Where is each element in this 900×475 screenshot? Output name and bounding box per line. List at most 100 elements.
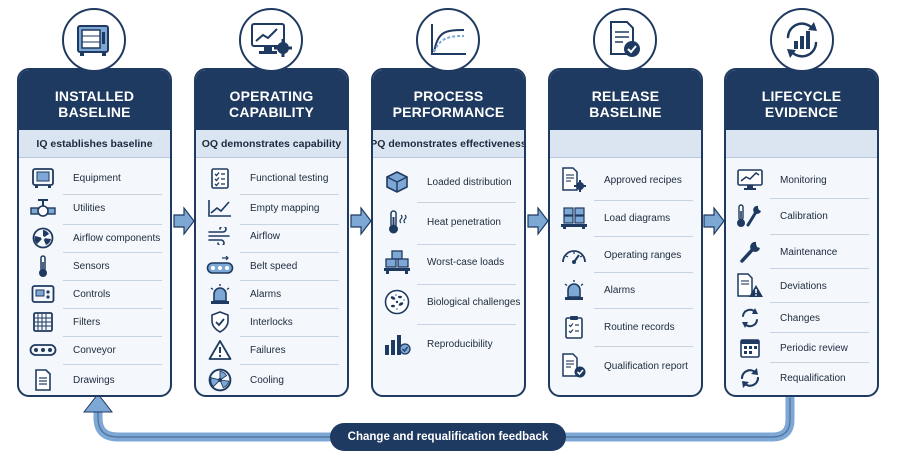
item-label: Periodic review [780,342,848,354]
item-label: Drawings [73,374,115,386]
column-subtitle [726,130,877,158]
alarm-icon [558,278,590,302]
thermometer-heat-icon [381,210,413,234]
list-item: Drawings [27,368,162,392]
box-icon [381,170,413,194]
column-header: RELEASE BASELINE [550,70,701,130]
list-item: Maintenance [734,240,869,264]
list-item: Reproducibility [381,332,516,356]
item-label: Belt speed [250,260,298,272]
column-subtitle: OQ demonstrates capability [196,130,347,158]
list-item: Airflow [204,224,339,248]
item-label: Alarms [604,284,636,296]
fan-icon [27,226,59,250]
column-title-line2: CAPABILITY [229,104,314,120]
list-item: Deviations [734,273,869,298]
document-warning-icon [734,273,766,298]
list-item: Loaded distribution [381,170,516,194]
column-title-line2: BASELINE [589,104,662,120]
item-label: Deviations [780,280,827,292]
column-header: PROCESS PERFORMANCE [373,70,524,130]
column-operating-capability: OPERATING CAPABILITY OQ demonstrates cap… [194,68,349,397]
column-subtitle: PQ demonstrates effectiveness [373,130,524,158]
column-release-baseline: RELEASE BASELINE Approved recipes Load d… [548,68,703,397]
item-label: Changes [780,312,821,324]
curves-chart-icon [416,8,480,72]
column-title-line1: INSTALLED [54,88,135,104]
item-label: Cooling [250,374,284,386]
column-title-line1: PROCESS [413,88,484,104]
list-item: Routine records [558,315,693,339]
gauge-icon [558,243,590,267]
document-icon [27,368,59,392]
item-label: Controls [73,288,111,300]
column-lifecycle-evidence: LIFECYCLE EVIDENCE Monitoring Calibratio… [724,68,879,397]
list-item: Worst-case loads [381,250,516,274]
item-label: Requalification [780,372,846,384]
feedback-arrowhead [82,393,114,413]
list-item: Monitoring [734,168,869,192]
column-subtitle: IQ establishes baseline [19,130,170,158]
column-title-line2: EVIDENCE [764,104,839,120]
warning-icon [204,338,236,362]
list-item: Calibration [734,204,869,228]
filter-icon [27,310,59,334]
column-title-line1: LIFECYCLE [761,88,842,104]
valve-icon [27,196,59,220]
line-chart-icon [204,196,236,220]
pallet-icon [558,206,590,230]
item-label: Empty mapping [250,202,320,214]
list-item: Alarms [204,282,339,306]
item-label: Loaded distribution [427,176,512,188]
flow-arrow-4 [703,206,725,236]
item-label: Utilities [73,202,106,214]
list-item: Functional testing [204,166,339,190]
item-label: Filters [73,316,101,328]
list-item: Filters [27,310,162,334]
alarm-icon [204,282,236,306]
list-item: Sensors [27,254,162,278]
item-label: Approved recipes [604,174,682,186]
item-label: Maintenance [780,246,838,258]
belt-icon [204,254,236,278]
column-header: LIFECYCLE EVIDENCE [726,70,877,130]
list-item: Alarms [558,278,693,302]
item-label: Load diagrams [604,212,671,224]
thermo-wrench-icon [734,204,766,228]
report-check-icon [558,353,590,378]
list-item: Periodic review [734,336,869,360]
list-item: Changes [734,306,869,330]
item-label: Airflow components [73,232,161,244]
list-item: Interlocks [204,310,339,334]
list-item: Conveyor [27,338,162,362]
list-item: Approved recipes [558,167,693,192]
list-item: Requalification [734,366,869,390]
list-item: Biological challenges [381,289,520,315]
item-label: Failures [250,344,286,356]
fan-icon [204,368,236,392]
item-label: Operating ranges [604,249,682,261]
cycle-chart-icon [770,8,834,72]
column-title-line2: PERFORMANCE [392,104,505,120]
list-item: Operating ranges [558,243,693,267]
list-item: Failures [204,338,339,362]
list-item: Cooling [204,368,339,392]
list-item: Heat penetration [381,210,516,234]
flow-arrow-3 [527,206,549,236]
item-label: Monitoring [780,174,827,186]
item-label: Heat penetration [427,216,501,228]
wrench-icon [734,240,766,264]
item-label: Airflow [250,230,281,242]
list-item: Controls [27,282,162,306]
list-item: Airflow components [27,226,162,250]
item-label: Alarms [250,288,282,300]
item-label: Biological challenges [427,296,521,308]
recipe-gear-icon [558,167,590,192]
monitor-gear-icon [239,8,303,72]
bar-check-icon [381,332,413,356]
shield-check-icon [204,310,236,334]
item-label: Functional testing [250,172,329,184]
list-item: Qualification report [558,353,693,378]
list-item: Utilities [27,196,162,220]
flow-arrow-2 [350,206,372,236]
